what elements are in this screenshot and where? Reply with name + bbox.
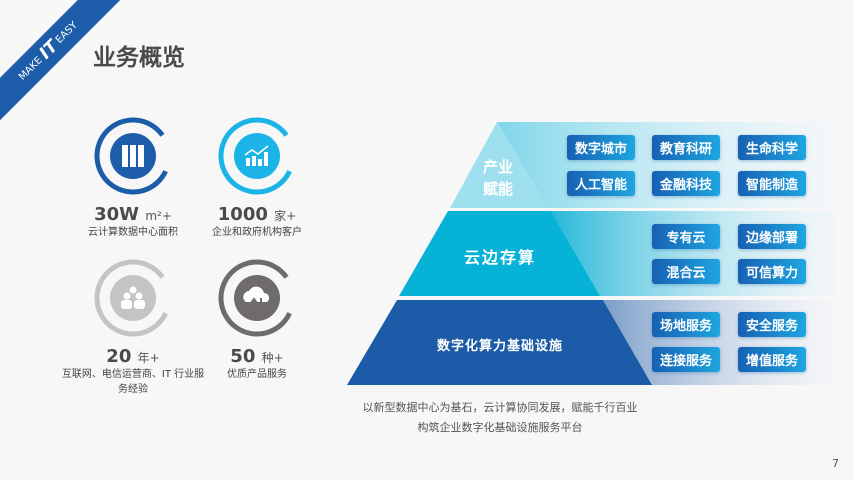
stat-unit: 家+ [274, 209, 297, 223]
stat-icons [94, 117, 292, 337]
tier-top-label-1: 产业 [482, 158, 513, 176]
tag-manufacturing[interactable]: 智能制造 [738, 171, 806, 196]
tier-bottom-label: 数字化算力基础设施 [436, 339, 563, 354]
stat-desc: 企业和政府机构客户 [212, 227, 302, 238]
stat-desc: 互联网、电信运营商、IT 行业服务经验 [61, 369, 205, 395]
tag-hybrid-cloud[interactable]: 混合云 [652, 259, 720, 284]
stat-unit: m²+ [145, 209, 172, 223]
ring-arc [218, 117, 292, 195]
stat-products: 50 种+ 优质产品服务 [177, 346, 337, 382]
stat-desc: 云计算数据中心面积 [88, 227, 178, 238]
tag-digital-city[interactable]: 数字城市 [567, 135, 635, 160]
ring-arc [94, 259, 168, 337]
stat-desc: 优质产品服务 [227, 369, 287, 380]
page-title: 业务概览 [93, 45, 185, 71]
ring-arc [94, 117, 168, 195]
cloud-sync-icon [218, 259, 292, 337]
tag-ai[interactable]: 人工智能 [567, 171, 635, 196]
page-number: 7 [832, 457, 839, 470]
tier-bottom [347, 300, 652, 385]
tier-top-label-2: 赋能 [482, 180, 513, 198]
stat-number: 1000 [217, 204, 268, 225]
tag-education[interactable]: 教育科研 [652, 135, 720, 160]
caption: 以新型数据中心为基石，云计算协同发展，赋能千行百业构筑企业数字化基础设施服务平台 [330, 398, 670, 438]
tag-private-cloud[interactable]: 专有云 [652, 224, 720, 249]
stat-number: 50 [230, 346, 256, 367]
tag-connect-service[interactable]: 连接服务 [652, 347, 720, 372]
caption-line-1: 以新型数据中心为基石，云计算协同发展，赋能千行百业 [362, 401, 638, 414]
ring-arc [218, 259, 292, 337]
tier-top [450, 122, 548, 208]
stat-datacenter: 30W m²+ 云计算数据中心面积 [53, 204, 213, 240]
stat-unit: 年+ [137, 351, 160, 365]
tag-value-service[interactable]: 增值服务 [738, 347, 806, 372]
stat-number: 30W [94, 204, 140, 225]
tag-site-service[interactable]: 场地服务 [652, 312, 720, 337]
icon-disc [110, 275, 156, 321]
stat-experience: 20 年+ 互联网、电信运营商、IT 行业服务经验 [53, 346, 213, 397]
stat-customers: 1000 家+ 企业和政府机构客户 [177, 204, 337, 240]
caption-line-2: 构筑企业数字化基础设施服务平台 [417, 421, 583, 434]
icon-disc [234, 133, 280, 179]
tag-trusted-compute[interactable]: 可信算力 [738, 259, 806, 284]
tag-security-service[interactable]: 安全服务 [738, 312, 806, 337]
server-rack-icon [94, 117, 168, 195]
team-icon [94, 259, 168, 337]
tag-life-science[interactable]: 生命科学 [738, 135, 806, 160]
tag-edge[interactable]: 边缘部署 [738, 224, 806, 249]
tier-top-label: 产业赋能 [468, 156, 528, 200]
growth-chart-icon [218, 117, 292, 195]
stat-unit: 种+ [261, 351, 284, 365]
tier-middle-label: 云边存算 [463, 248, 536, 267]
stat-number: 20 [106, 346, 132, 367]
tier-middle [399, 211, 600, 296]
tag-fintech[interactable]: 金融科技 [652, 171, 720, 196]
